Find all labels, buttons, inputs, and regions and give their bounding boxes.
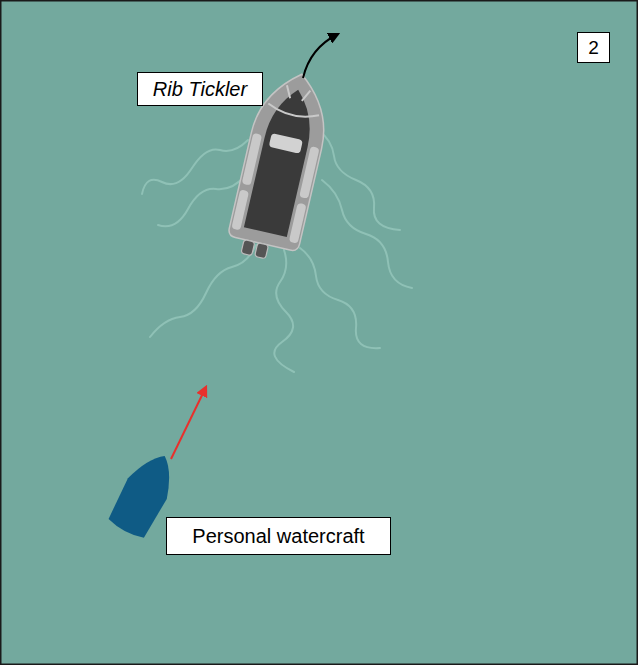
rib-bow-seam: [267, 103, 319, 121]
label-text: Personal watercraft: [192, 525, 364, 548]
vessel-name-label: Rib Tickler: [137, 72, 263, 106]
course-arrow: [303, 34, 338, 78]
outboard-motor: [241, 240, 255, 256]
rib-console: [269, 133, 303, 154]
label-text: Rib Tickler: [153, 78, 247, 101]
callout-number: 2: [577, 32, 610, 63]
rib-fender: [299, 146, 319, 199]
outboard-motor: [255, 243, 269, 259]
wake-line: [150, 245, 256, 337]
wake-line: [322, 180, 412, 288]
wake-line: [318, 130, 400, 230]
wake-line: [300, 248, 380, 348]
rib-fender: [289, 203, 307, 244]
rib-bow-seam: [284, 85, 310, 102]
course-arrow: [171, 387, 206, 459]
wake-line: [274, 250, 294, 372]
rib-fender: [242, 133, 262, 186]
vessel-type-label: Personal watercraft: [166, 517, 391, 555]
label-text: 2: [588, 37, 599, 59]
rib-fender: [231, 189, 249, 230]
